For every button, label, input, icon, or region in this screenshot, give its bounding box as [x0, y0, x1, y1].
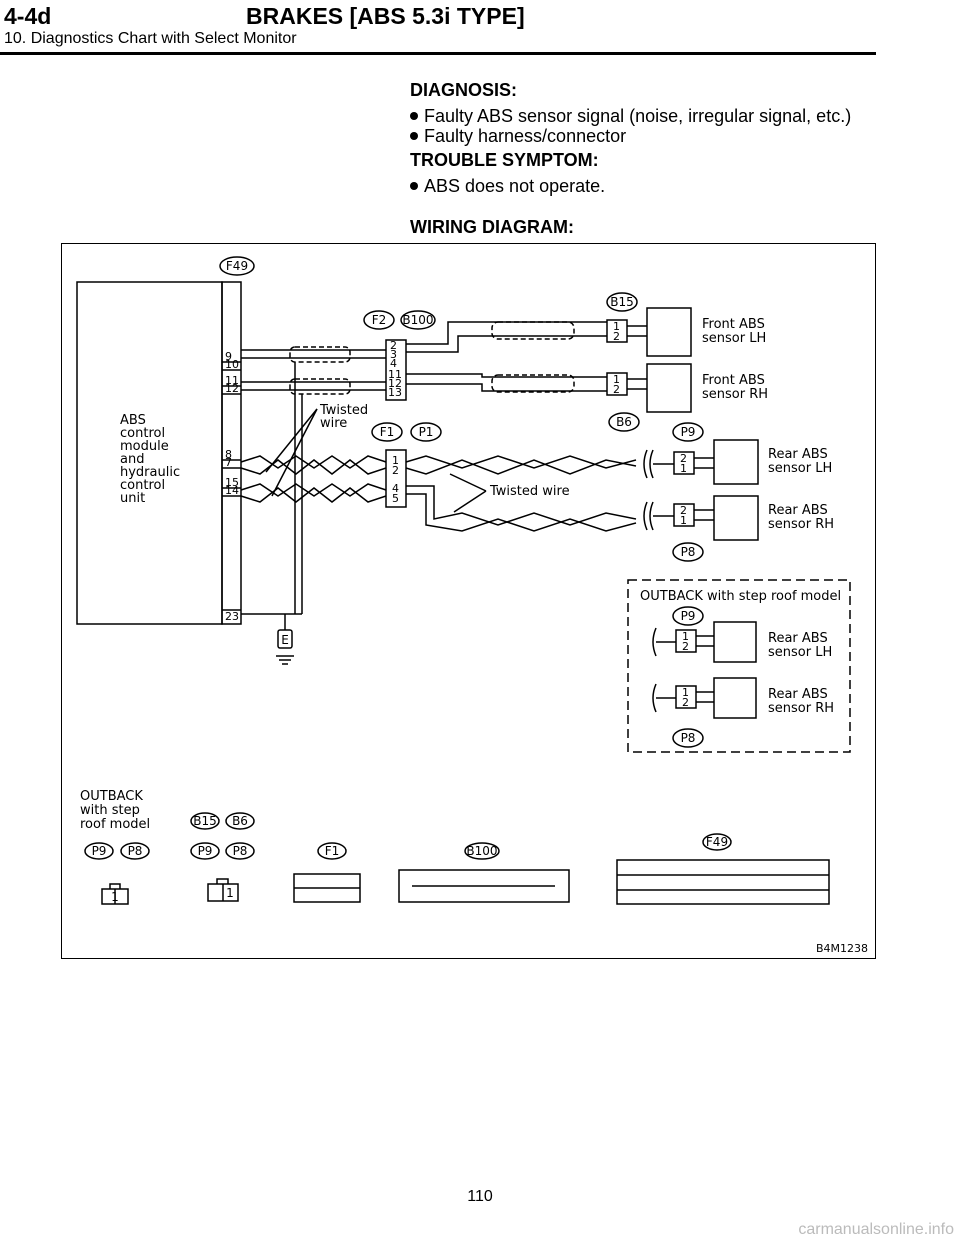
control-unit-label: control [120, 426, 165, 441]
diagnosis-item: Faulty ABS sensor signal (noise, irregul… [410, 106, 851, 126]
ground-label: E [281, 633, 289, 647]
pin-label: 2 [682, 640, 689, 653]
symptom-item: ABS does not operate. [410, 176, 605, 196]
conn-b6-label: B6 [232, 814, 248, 828]
diagnosis-item: Faulty harness/connector [410, 126, 626, 146]
pin-label: 2 [390, 339, 397, 352]
f49-connector-strip [221, 281, 242, 625]
symptom-heading: TROUBLE SYMPTOM: [410, 150, 599, 170]
pin-label: 9 [225, 350, 232, 363]
pin-label: 11 [388, 368, 402, 381]
rear-rh-label: sensor RH [768, 701, 834, 716]
pin-label: 2 [613, 383, 620, 396]
header-rule [0, 52, 876, 55]
pin-label: 1 [680, 462, 687, 475]
conn-f1-label: F1 [380, 425, 395, 439]
watermark: carmanualsonline.info [798, 1221, 954, 1238]
outback-label: OUTBACK [80, 789, 143, 804]
twisted-wire-label: Twisted wire [489, 484, 570, 499]
pin-label: 1 [682, 686, 689, 699]
rear-lh-label: Rear ABS [768, 447, 828, 462]
page-subtitle: 10. Diagnostics Chart with Select Monito… [4, 30, 297, 47]
control-unit-label: hydraulic [120, 465, 180, 480]
pin-label: 1 [682, 630, 689, 643]
wiring-diagram: F49 F2 B100 B15 B6 F1 P1 P9 P8 P9 P8 P9 … [61, 243, 876, 959]
pin-label: 12 [388, 377, 402, 390]
pin-label: 7 [225, 456, 232, 469]
rear-rh-label: Rear ABS [768, 503, 828, 518]
pin-label: 2 [680, 504, 687, 517]
conn-p8-label: P8 [233, 844, 248, 858]
rear-rh-label: sensor RH [768, 517, 834, 532]
conn-p9-label: P9 [198, 844, 213, 858]
conn-p9-label: P9 [681, 609, 696, 623]
page-title: BRAKES [ABS 5.3i TYPE] [246, 3, 525, 29]
conn-p9-label: P9 [681, 425, 696, 439]
conn-p8-label: P8 [128, 844, 143, 858]
conn-f49-label: F49 [226, 259, 248, 273]
pin-label: 1 [226, 886, 234, 900]
twisted-wire-label: wire [320, 416, 347, 431]
front-lh-label: sensor LH [702, 331, 766, 346]
pin-label: 2 [392, 464, 399, 477]
conn-f1-label: F1 [325, 844, 340, 858]
pin-label: 2 [613, 330, 620, 343]
pin-label: 2 [680, 452, 687, 465]
pin-label: 12 [225, 382, 239, 395]
conn-p1-label: P1 [419, 425, 434, 439]
conn-f49-label: F49 [706, 835, 728, 849]
conn-p8-label: P8 [681, 545, 696, 559]
control-unit-label: control [120, 478, 165, 493]
pin-label: 10 [225, 358, 239, 371]
bullet-icon [410, 182, 418, 190]
pin-label: 4 [390, 357, 397, 370]
diagnosis-heading: DIAGNOSIS: [410, 80, 518, 100]
pin-label: 15 [225, 476, 239, 489]
front-lh-label: Front ABS [702, 317, 765, 332]
rear-lh-label: sensor LH [768, 645, 832, 660]
control-unit-label: unit [120, 491, 145, 506]
pin-label: 5 [392, 492, 399, 505]
pin-label: 1 [680, 514, 687, 527]
pin-label: 1 [613, 373, 620, 386]
pin-label: 13 [388, 386, 402, 399]
conn-b100-label: B100 [402, 313, 433, 327]
pin-label: 11 [225, 374, 239, 387]
outback-label: with step [80, 803, 140, 818]
conn-b100-label: B100 [466, 844, 497, 858]
pin-label: 1 [613, 320, 620, 333]
conn-b15-label: B15 [193, 814, 217, 828]
control-unit-label: module [120, 439, 169, 454]
bullet-icon [410, 112, 418, 120]
rear-lh-label: Rear ABS [768, 631, 828, 646]
conn-b15-label: B15 [610, 295, 634, 309]
conn-f2-label: F2 [372, 313, 387, 327]
pin-label: 3 [390, 348, 397, 361]
twisted-wire-label: Twisted [319, 403, 368, 418]
pin-label: 8 [225, 448, 232, 461]
rear-lh-label: sensor LH [768, 461, 832, 476]
conn-p8-label: P8 [681, 731, 696, 745]
pin-label: 23 [225, 610, 239, 623]
pin-label: 1 [392, 454, 399, 467]
control-unit-label: ABS [120, 413, 146, 428]
wiring-heading: WIRING DIAGRAM: [410, 217, 574, 237]
pin-label: 14 [225, 484, 239, 497]
bullet-icon [410, 132, 418, 140]
outback-label: roof model [80, 817, 150, 832]
outback-box-label: OUTBACK with step roof model [640, 589, 841, 604]
wiring-diagram-svg: F49 F2 B100 B15 B6 F1 P1 P9 P8 P9 P8 P9 … [76, 256, 868, 955]
pin-label: 4 [392, 482, 399, 495]
control-unit-label: and [120, 452, 144, 467]
section-number: 4-4d [4, 3, 52, 29]
conn-p9-label: P9 [92, 844, 107, 858]
front-rh-label: sensor RH [702, 387, 768, 402]
conn-b6-label: B6 [616, 415, 632, 429]
page-number: 110 [467, 1188, 493, 1205]
rear-rh-label: Rear ABS [768, 687, 828, 702]
front-rh-label: Front ABS [702, 373, 765, 388]
pin-label: 1 [111, 890, 119, 904]
figure-code: B4M1238 [816, 942, 868, 955]
pin-label: 2 [682, 696, 689, 709]
